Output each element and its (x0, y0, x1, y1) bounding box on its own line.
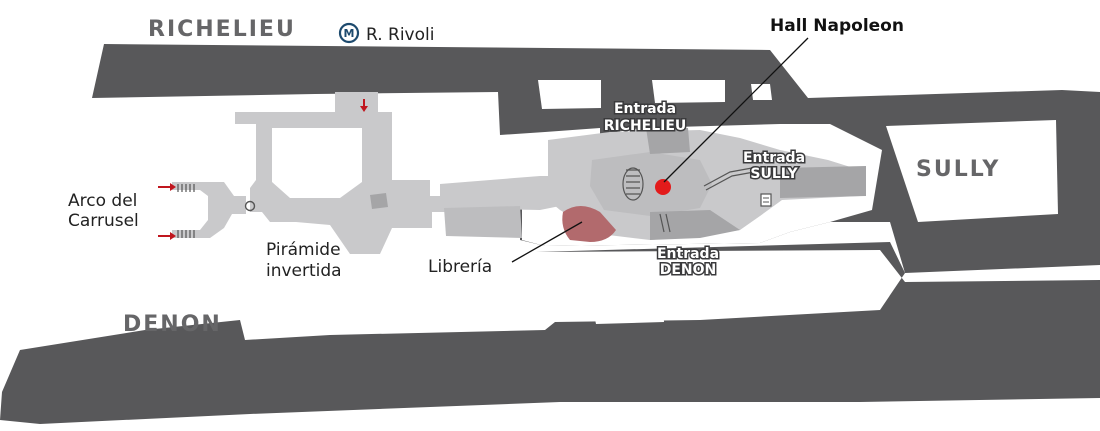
arco-entry-arrow-lower (158, 232, 176, 240)
richelieu-passage (646, 128, 690, 154)
denon-court-2 (716, 278, 792, 312)
sully-court (886, 120, 1058, 222)
ticket-icon (760, 193, 772, 207)
arco-stairs (177, 184, 195, 238)
metro-station-label: R. Rivoli (366, 25, 434, 45)
sully-passage (780, 166, 866, 198)
denon-wing-label: DENON (123, 312, 222, 337)
entrada-sully-line2: SULLY (750, 166, 798, 182)
hall-leader-line (663, 37, 809, 183)
entrada-sully-line1: Entrada (743, 150, 805, 166)
metro-station: M R. Rivoli (338, 22, 434, 45)
piramide-label-line1: Pirámide (266, 240, 341, 260)
arco-entry-arrow-upper (158, 183, 176, 191)
libreria-leader-line (511, 221, 583, 263)
entrada-denon-line1: Entrada (657, 246, 719, 262)
richelieu-court-2 (652, 80, 725, 103)
richelieu-court-3 (751, 84, 772, 100)
carrousel-shops (444, 206, 522, 238)
escalators (659, 167, 755, 233)
entrada-richelieu-line2: RICHELIEU (604, 118, 687, 134)
spiral-staircase (622, 167, 644, 201)
denon-wing (0, 242, 1100, 424)
arco-corridor (172, 182, 246, 238)
rotunda-marker (244, 200, 256, 212)
metro-icon (338, 22, 360, 44)
metro-icon-letter: M (344, 27, 355, 40)
piramide-label-line2: invertida (266, 261, 342, 281)
richelieu-court-1 (538, 80, 601, 109)
sully-wing-label: SULLY (916, 157, 1000, 182)
carrousel-inner (272, 128, 362, 198)
arco-label-line2: Carrusel (68, 211, 139, 231)
libreria-label: Librería (428, 257, 492, 277)
inverted-pyramid-marker (370, 193, 388, 209)
arco-label-line1: Arco del (68, 191, 137, 211)
richelieu-wing-label: RICHELIEU (148, 17, 296, 42)
hall-napoleon-label: Hall Napoleon (770, 16, 904, 36)
denon-court-1 (588, 284, 664, 324)
libreria-shop (562, 206, 616, 242)
entrada-richelieu-line1: Entrada (614, 101, 676, 117)
denon-passage (650, 210, 740, 240)
hall-napoleon-dot (655, 179, 671, 195)
richelieu-passage-arrow (360, 99, 368, 112)
hall-ring (590, 152, 712, 216)
entrada-denon-line2: DENON (660, 262, 717, 278)
